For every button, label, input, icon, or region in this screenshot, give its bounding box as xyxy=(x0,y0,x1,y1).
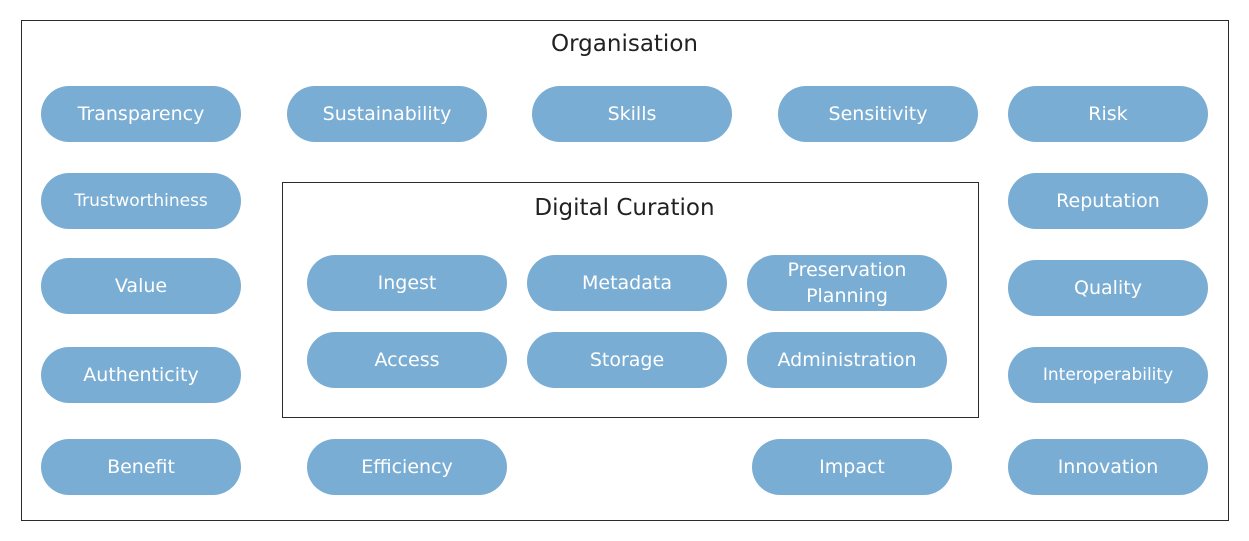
metadata-pill: Metadata xyxy=(527,255,727,311)
organisation-frame xyxy=(21,20,1229,521)
skills-pill: Skills xyxy=(532,86,732,142)
administration-pill: Administration xyxy=(747,332,947,388)
digital-curation-frame xyxy=(282,182,979,418)
value-pill: Value xyxy=(41,258,241,314)
efficiency-pill: Efficiency xyxy=(307,439,507,495)
organisation-title: Organisation xyxy=(551,31,698,57)
transparency-pill: Transparency xyxy=(41,86,241,142)
sustainability-pill: Sustainability xyxy=(287,86,487,142)
impact-pill: Impact xyxy=(752,439,952,495)
reputation-pill: Reputation xyxy=(1008,173,1208,229)
digital-curation-title: Digital Curation xyxy=(534,195,715,221)
ingest-pill: Ingest xyxy=(307,255,507,311)
risk-pill: Risk xyxy=(1008,86,1208,142)
benefit-pill: Benefit xyxy=(41,439,241,495)
trustworthiness-pill: Trustworthiness xyxy=(41,173,241,229)
authenticity-pill: Authenticity xyxy=(41,347,241,403)
interoperability-pill: Interoperability xyxy=(1008,347,1208,403)
storage-pill: Storage xyxy=(527,332,727,388)
sensitivity-pill: Sensitivity xyxy=(778,86,978,142)
quality-pill: Quality xyxy=(1008,260,1208,316)
preservation-planning-pill: Preservation Planning xyxy=(747,255,947,311)
innovation-pill: Innovation xyxy=(1008,439,1208,495)
access-pill: Access xyxy=(307,332,507,388)
